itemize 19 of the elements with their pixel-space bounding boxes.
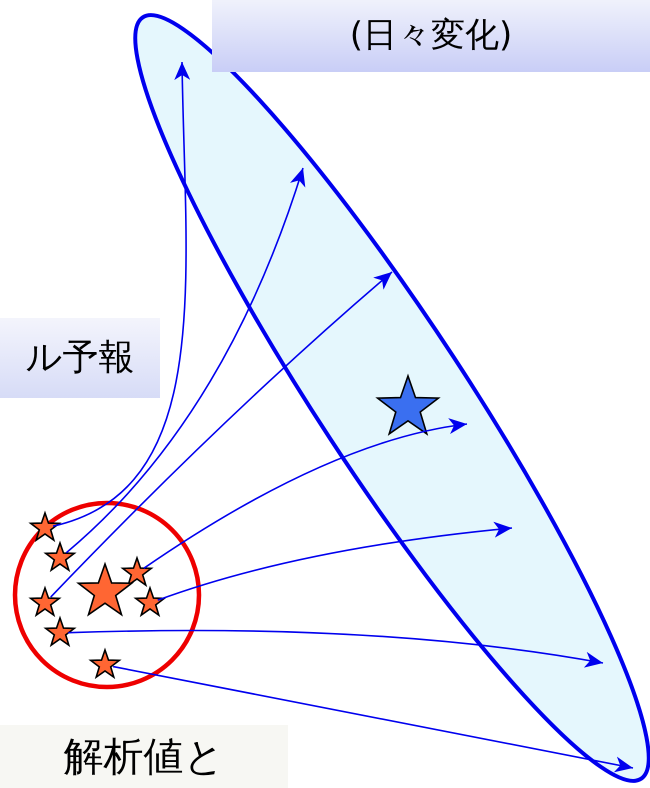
- star-icon: [30, 513, 60, 543]
- arrow: [66, 168, 305, 554]
- label-band: [212, 0, 650, 72]
- arrow: [68, 630, 604, 668]
- star-icon: [90, 650, 120, 680]
- star-icon: [45, 618, 75, 648]
- star-icon: [30, 588, 60, 618]
- label-band: [0, 318, 160, 398]
- band-label: 解析値と: [64, 734, 224, 778]
- initial-circle: [12, 500, 202, 690]
- arrow: [157, 522, 512, 601]
- star-icon: [135, 588, 165, 618]
- arrow: [143, 418, 468, 569]
- arrow: [50, 271, 393, 598]
- band-label: ル予報: [26, 338, 134, 378]
- arrow: [52, 62, 190, 527]
- star-icon: [122, 558, 152, 588]
- band-label: (日々変化): [350, 17, 512, 55]
- star-icon: [45, 543, 75, 573]
